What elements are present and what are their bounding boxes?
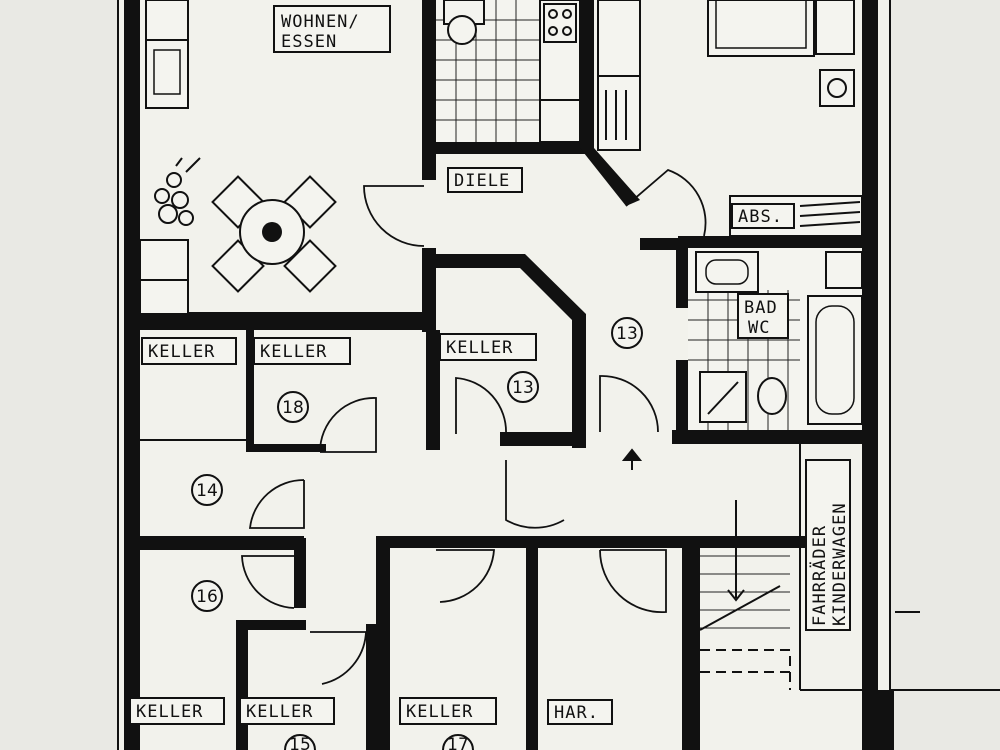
wall-keller17-left	[376, 536, 390, 750]
wall-bath-bottom	[672, 430, 864, 444]
wall-bedroom-diagonal	[580, 148, 640, 206]
label-keller-14: KELLER	[148, 342, 215, 362]
wall-kitchen-right	[580, 0, 594, 150]
wall-keller18-bottom	[246, 444, 326, 452]
label-har: HAR.	[554, 703, 599, 723]
label-kinderwagen: KINDERWAGEN	[830, 502, 850, 626]
door-keller-13	[455, 377, 507, 435]
walls	[124, 0, 894, 750]
door-keller-14	[248, 479, 305, 529]
wall-keller15-top	[236, 620, 306, 630]
label-boxes	[129, 5, 851, 725]
plant-icon	[154, 157, 201, 226]
label-bad: BAD	[744, 298, 778, 318]
number-13-keller: 13	[512, 378, 534, 398]
stove-icon	[543, 3, 577, 43]
toilet-icon	[757, 377, 787, 415]
label-keller-18: KELLER	[260, 342, 327, 362]
label-wc: WC	[748, 318, 770, 338]
nightstand	[815, 0, 855, 55]
label-essen: ESSEN	[281, 32, 337, 52]
number-14: 14	[196, 481, 218, 501]
door-bedroom	[625, 168, 707, 237]
wall-keller17-right	[526, 540, 538, 750]
wall-corridor-bottom	[376, 536, 806, 548]
wall-right-outer	[862, 0, 878, 750]
wall-left-outer	[124, 0, 140, 750]
cabinet-left-bottom	[139, 239, 189, 315]
wall-stair-left	[682, 540, 700, 750]
label-keller-13: KELLER	[446, 338, 513, 358]
doors	[241, 89, 747, 685]
number-circles	[191, 317, 643, 750]
wall-living-bottom	[140, 312, 432, 330]
kitchen-chair	[447, 15, 477, 45]
label-keller-15: KELLER	[246, 702, 313, 722]
label-abs: ABS.	[738, 207, 783, 227]
kitchen	[436, 0, 581, 143]
wall-corridor-left	[294, 538, 306, 608]
living-furniture	[139, 0, 337, 315]
wall-right-bottom-pier	[872, 690, 894, 750]
number-16: 16	[196, 587, 218, 607]
wall-bedroom-bottom-left	[640, 238, 680, 250]
label-fahrraeder: FAHRRÄDER	[809, 525, 830, 626]
door-living	[363, 185, 425, 247]
cabinet-left	[145, 0, 189, 109]
wall-living-right-upper	[422, 0, 436, 180]
bed-icon	[707, 0, 815, 57]
door-keller-16	[241, 555, 295, 609]
wall-keller13-left	[426, 330, 440, 450]
dining-table-icon	[211, 175, 337, 293]
wall-keller14-bottom	[140, 536, 304, 550]
door-hall-13	[599, 375, 659, 433]
wall-keller15-left	[236, 620, 248, 750]
wall-keller15-right	[366, 624, 378, 750]
bedroom	[597, 0, 863, 237]
wall-keller18-left	[246, 330, 254, 452]
number-18: 18	[282, 398, 304, 418]
door-keller-15	[310, 631, 367, 685]
door-corridor	[505, 460, 565, 529]
entrance-arrow-icon	[621, 448, 643, 470]
door-keller-17	[436, 549, 495, 603]
stairs-icon	[699, 500, 790, 631]
number-13-hall: 13	[616, 324, 638, 344]
number-17: 17	[447, 735, 469, 750]
nightstand-lamp	[819, 69, 855, 107]
label-diele: DIELE	[454, 171, 510, 191]
wall-bath-left-lower	[676, 360, 688, 440]
number-15: 15	[289, 735, 311, 750]
label-wohnen: WOHNEN/	[281, 12, 360, 32]
wall-living-right-lower	[422, 248, 436, 332]
washer-icon	[825, 251, 863, 289]
door-keller-18	[319, 397, 377, 453]
dashed-storage-outline	[700, 649, 791, 690]
wall-keller13-bottom	[500, 432, 586, 446]
label-keller-17: KELLER	[406, 702, 473, 722]
label-keller-16: KELLER	[136, 702, 203, 722]
wall-kitchen-bottom	[436, 142, 588, 154]
wall-bath-left-upper	[676, 248, 688, 308]
wall-bedroom-bottom	[678, 236, 864, 248]
door-har	[599, 549, 667, 613]
